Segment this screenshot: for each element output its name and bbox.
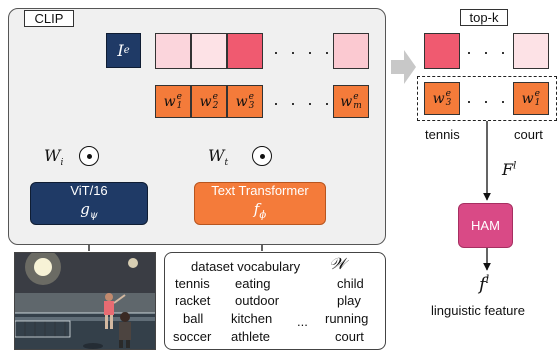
similarity-cell-m — [333, 33, 369, 69]
linguistic-feature-label: linguistic feature — [431, 303, 525, 318]
topk-similarity-cell-k — [513, 33, 549, 69]
embedding-dots: · · · · — [273, 93, 333, 113]
topk-selection-frame — [417, 76, 557, 121]
text-encoder-box: Text Transformer fϕ — [194, 182, 326, 225]
image-encoder-box: ViT/16 gψ — [30, 182, 148, 225]
image-encoder-name: ViT/16 — [70, 183, 108, 198]
text-feature-label: Fl — [502, 160, 517, 179]
linguistic-feature-symbol: fl — [479, 273, 490, 295]
text-encoder-name: Text Transformer — [211, 183, 309, 198]
topk-word-1: tennis — [425, 127, 460, 142]
similarity-cell-2 — [191, 33, 227, 69]
topk-word-k: court — [514, 127, 543, 142]
topk-embedding-dots: · · · · — [466, 91, 526, 111]
vocab-word: running — [325, 311, 369, 326]
tennis-scene-illustration — [15, 253, 155, 349]
vocab-word: racket — [175, 293, 211, 308]
text-projection-label: Wt — [208, 146, 229, 169]
similarity-cell-3 — [227, 33, 263, 69]
topk-similarity-dots: · · · · — [466, 42, 526, 62]
dataset-vocabulary-box: dataset vocabulary 𝒲 tennis eating child… — [164, 252, 386, 350]
vocab-word: kitchen — [231, 311, 273, 326]
topk-label: top-k — [460, 9, 508, 26]
vocab-word: outdoor — [235, 293, 280, 308]
vocab-ellipsis: ... — [297, 314, 308, 329]
text-dot-product-operator — [252, 146, 272, 166]
text-encoder-symbol: fϕ — [253, 200, 267, 221]
vocab-word: athlete — [231, 329, 271, 344]
vocab-word: court — [335, 329, 364, 344]
similarity-dots: · · · · — [273, 42, 333, 62]
vocab-word: soccer — [173, 329, 212, 344]
similarity-cell-1 — [155, 33, 191, 69]
vocab-word: child — [337, 276, 364, 291]
input-image — [14, 252, 156, 350]
topk-similarity-cell-1 — [424, 33, 460, 69]
vocab-word: ball — [183, 311, 204, 326]
image-encoder-symbol: gψ — [80, 200, 98, 221]
vocab-word: eating — [235, 276, 271, 291]
vocab-word: tennis — [175, 276, 210, 291]
clip-label: CLIP — [24, 10, 74, 27]
ham-module-box: HAM — [458, 203, 513, 248]
vocab-symbol: 𝒲 — [329, 254, 346, 273]
image-projection-label: Wi — [44, 146, 64, 169]
vocab-title: dataset vocabulary — [191, 259, 301, 274]
vocab-word: play — [337, 293, 361, 308]
image-dot-product-operator — [79, 146, 99, 166]
